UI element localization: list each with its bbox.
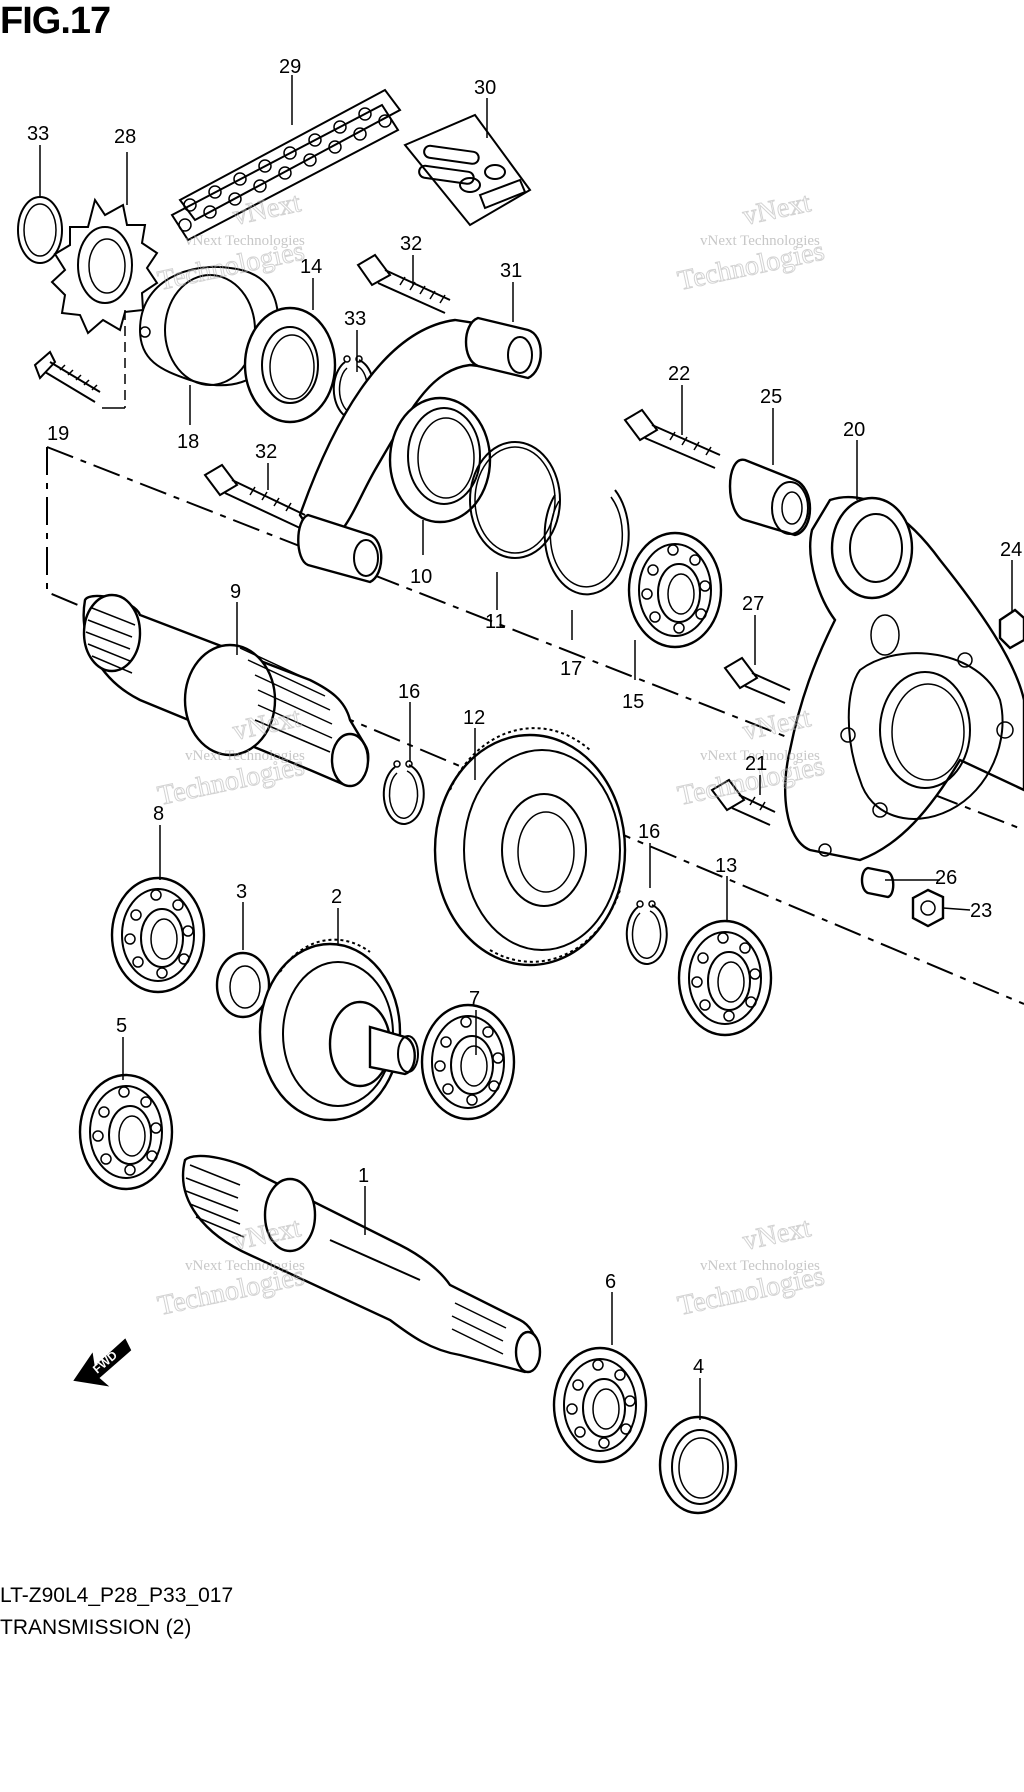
watermark-text: vNext: [740, 187, 814, 232]
bearing-part-8: [110, 876, 206, 994]
countershaft-part-9: [82, 593, 370, 788]
callout-23: 23: [970, 900, 992, 922]
bearing-part-13: [677, 919, 773, 1037]
callout-21: 21: [745, 753, 767, 775]
bolt-part-22: [623, 408, 721, 469]
callout-14: 14: [300, 256, 322, 278]
callout-11: 11: [485, 611, 506, 633]
callout-24: 24: [1000, 539, 1022, 561]
callout-15: 15: [622, 691, 644, 713]
driven-gear-part-12: [433, 727, 627, 967]
figure-code: LT-Z90L4_P28_P33_017: [0, 1584, 234, 1607]
callout-9: 9: [230, 581, 241, 603]
o-ring-part-11: [469, 441, 561, 559]
callout-2: 2: [331, 886, 342, 908]
callout-3: 3: [236, 881, 247, 903]
callout-20: 20: [843, 419, 865, 441]
callout-4: 4: [693, 1356, 704, 1378]
callout-30: 30: [474, 77, 496, 99]
callout-16: 16: [398, 681, 420, 703]
bolt-part-27: [723, 656, 791, 704]
callout-16: 16: [638, 821, 660, 843]
callout-33: 33: [344, 308, 366, 330]
callout-5: 5: [116, 1015, 127, 1037]
circlip-part-16-lower: [625, 900, 668, 965]
circlip-part-17: [543, 489, 630, 596]
watermark-text: vNext Technologies: [185, 748, 305, 764]
callout-labels: 29 30 33 28 14 32 31 33 19 18 32 22 25 2…: [27, 56, 1022, 1378]
callout-28: 28: [114, 126, 136, 148]
watermark-text: vNext: [230, 187, 304, 232]
callout-1: 1: [358, 1165, 369, 1187]
callout-12: 12: [463, 707, 485, 729]
dowel-part-26: [860, 866, 895, 899]
bolt-part-32-upper: [356, 253, 451, 314]
oil-seal-part-14: [243, 306, 337, 424]
watermark-text: vNext Technologies: [185, 233, 305, 249]
callout-7: 7: [469, 988, 480, 1010]
bushing-part-25: [728, 458, 812, 537]
chain-joint-kit-part: [403, 113, 532, 227]
callout-13: 13: [715, 855, 737, 877]
callout-10: 10: [410, 566, 432, 588]
gear-part-2: [258, 938, 419, 1122]
bolt-part-32-lower: [203, 463, 306, 529]
figure-subtitle: TRANSMISSION (2): [0, 1616, 192, 1639]
callout-27: 27: [742, 593, 764, 615]
nut-part-23: [911, 888, 945, 928]
callout-25: 25: [760, 386, 782, 408]
drive-sprocket-part: [50, 197, 159, 335]
leader-lines: [39, 75, 1013, 1420]
watermark-text: vNext Technologies: [185, 1258, 305, 1274]
drive-chain-part: [170, 88, 402, 242]
callout-8: 8: [153, 803, 164, 825]
figure-title: FIG.17: [0, 0, 111, 42]
main-shaft-part-1: [182, 1154, 542, 1374]
bearing-part-5: [78, 1073, 174, 1191]
callout-6: 6: [605, 1271, 616, 1293]
callout-19: 19: [47, 423, 69, 445]
case-cover-part-20: [784, 495, 1024, 862]
bearing-part-15: [627, 531, 723, 649]
watermark-text: vNext Technologies: [700, 1258, 820, 1274]
callout-32: 32: [255, 441, 277, 463]
bolt-part-21: [710, 778, 776, 826]
forward-direction-arrow: FWD: [73, 1338, 132, 1387]
bracket-arm-part-31: [297, 316, 542, 584]
watermark-text: vNext Technologies: [700, 748, 820, 764]
nut-part-24: [998, 608, 1024, 650]
housing-ring-part-10: [388, 396, 492, 524]
callout-17: 17: [560, 658, 582, 680]
circlip-part-16-upper: [382, 760, 425, 825]
callout-31: 31: [500, 260, 522, 282]
watermark-text: vNext Technologies: [700, 233, 820, 249]
callout-29: 29: [279, 56, 301, 78]
bearing-part-7: [420, 1003, 516, 1121]
washer-part-3: [215, 951, 271, 1019]
callout-33: 33: [27, 123, 49, 145]
callout-18: 18: [177, 431, 199, 453]
oil-seal-part-4: [658, 1415, 738, 1515]
callout-26: 26: [935, 867, 957, 889]
watermark-text: vNext: [740, 1212, 814, 1257]
callout-32: 32: [400, 233, 422, 255]
callout-22: 22: [668, 363, 690, 385]
bolt-part-19: [33, 350, 101, 403]
bearing-part-6: [552, 1346, 648, 1464]
